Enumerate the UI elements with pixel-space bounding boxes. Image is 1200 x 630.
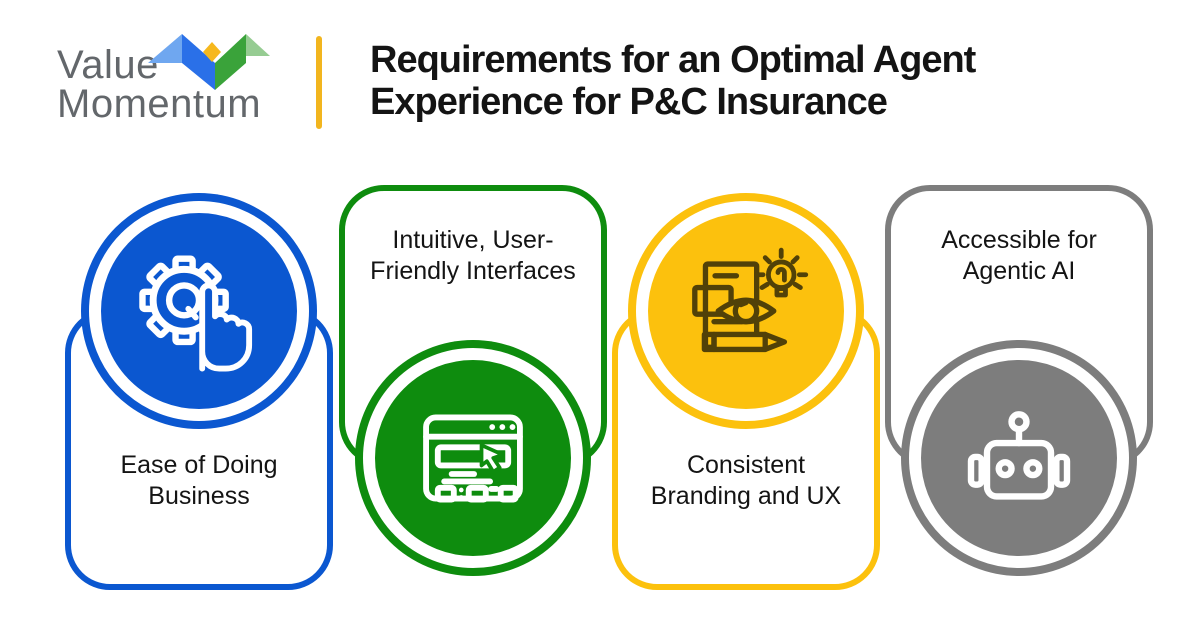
page-title: Requirements for an Optimal Agent Experi… [370,39,1070,124]
card-label: Accessible for Agentic AI [941,226,1097,285]
page-title-line1: Requirements for an Optimal Agent [370,39,976,81]
card-label: Intuitive, User-Friendly Interfaces [370,226,576,285]
header-divider [316,36,322,129]
page-title-line2: Experience for P&C Insurance [370,80,888,123]
card-intuitive-interfaces: Intuitive, User-Friendly Interfaces [339,185,607,568]
card-ease-of-doing-business: Ease of Doing Business [65,201,333,590]
card-circle [363,348,583,568]
card-label: Consistent Branding and UX [650,451,842,510]
valuemomentum-logo-icon [148,34,270,90]
card-label: Ease of Doing Business [120,451,278,510]
document-eye-lightbulb-icon [682,247,810,375]
logo-wordmark: Value Momentum [57,43,262,126]
card-accessible-agentic-ai: Accessible for Agentic AI [885,185,1153,568]
robot-icon [955,394,1083,522]
logo-word-value: Value [57,43,159,87]
gear-hand-icon [135,247,263,375]
card-circle [89,201,309,421]
card-circle [909,348,1129,568]
logo-word-momentum: Momentum [57,82,262,126]
browser-cursor-icon [409,394,537,522]
card-consistent-branding: Consistent Branding and UX [612,201,880,590]
card-circle [636,201,856,421]
